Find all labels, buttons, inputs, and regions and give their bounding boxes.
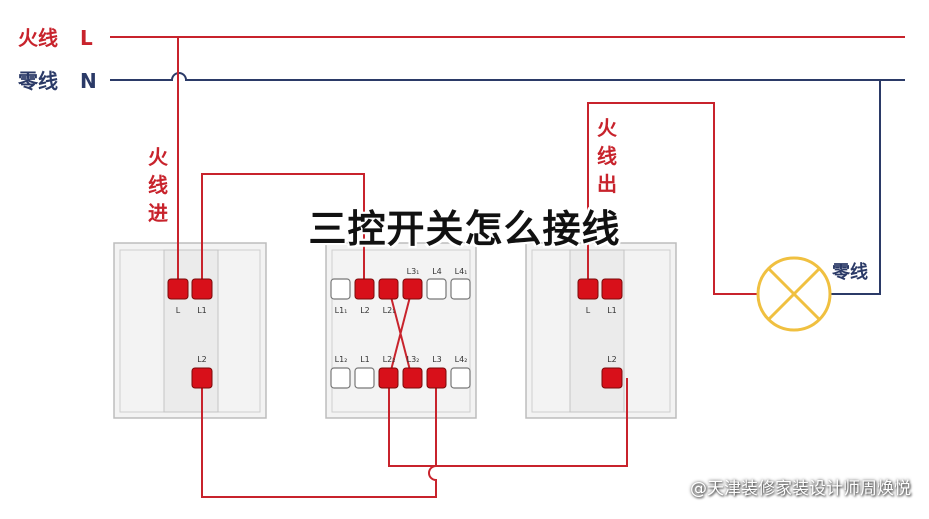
label-mid-bot-6: L4₂ <box>455 355 468 364</box>
live-in-label: 火 线 进 <box>148 145 169 225</box>
neutral-label: 零线 <box>17 69 58 93</box>
svg-text:火: 火 <box>597 116 618 140</box>
terminal-right-l2 <box>601 367 623 389</box>
terminal-mid-bot-4 <box>402 367 423 389</box>
label-mid-bot-4: L3₂ <box>407 355 420 364</box>
terminal-mid-top-3 <box>378 278 399 300</box>
live-wires <box>177 37 758 498</box>
terminal-right-l <box>577 278 599 300</box>
terminal-right-l1 <box>601 278 623 300</box>
label-mid-top-3: L2₁ <box>383 306 396 315</box>
switch-right-terminals: L L1 L2 <box>577 278 623 389</box>
watermark: @天津装修家装设计师周焕悦 <box>690 479 911 499</box>
label-left-l: L <box>176 306 181 315</box>
terminal-left-l2 <box>191 367 213 389</box>
left-l1-to-mid-wire <box>201 173 365 289</box>
neutral-line <box>110 72 905 81</box>
svg-text:进: 进 <box>148 201 168 225</box>
terminal-mid-top-4 <box>402 278 423 300</box>
terminal-mid-top-5 <box>426 278 447 300</box>
svg-text:线: 线 <box>148 173 168 197</box>
label-mid-bot-2: L1 <box>360 355 370 364</box>
page-title: 三控开关怎么接线 <box>308 207 621 251</box>
label-left-l2: L2 <box>197 355 207 364</box>
lamp-neutral-wire <box>830 80 881 295</box>
label-mid-bot-3: L2₂ <box>383 355 396 364</box>
live-letter: L <box>80 26 93 50</box>
terminal-mid-top-2 <box>354 278 375 300</box>
lamp-neutral-label: 零线 <box>831 261 868 283</box>
label-left-l1: L1 <box>197 306 207 315</box>
live-out-label: 火 线 出 <box>597 116 618 196</box>
svg-text:线: 线 <box>597 144 617 168</box>
neutral-letter: N <box>80 69 97 93</box>
terminal-mid-top-1 <box>330 278 351 300</box>
terminal-mid-bot-3 <box>378 367 399 389</box>
switch-right <box>525 242 677 419</box>
svg-text:火: 火 <box>148 145 169 169</box>
mid-bottom-loop-wire <box>388 378 628 467</box>
terminal-mid-bot-2 <box>354 367 375 389</box>
label-mid-bot-1: L1₂ <box>335 355 348 364</box>
live-label: 火线 <box>18 26 58 50</box>
cross-wire-b <box>388 288 413 379</box>
terminal-mid-bot-5 <box>426 367 447 389</box>
switch-middle-terminals: L1₁ L2 L2₁ L3₁ L4 L4₁ L1₂ L1 L2₂ L3₂ L3 … <box>330 267 471 389</box>
terminal-mid-bot-6 <box>450 367 471 389</box>
label-right-l1: L1 <box>607 306 617 315</box>
label-right-l2: L2 <box>607 355 617 364</box>
right-l-to-lamp-wire <box>587 102 758 295</box>
terminal-left-l <box>167 278 189 300</box>
label-mid-top-4: L3₁ <box>407 267 420 276</box>
label-mid-top-1: L1₁ <box>335 306 348 315</box>
terminal-mid-top-6 <box>450 278 471 300</box>
label-mid-top-6: L4₁ <box>455 267 468 276</box>
switch-left-terminals: L L1 L2 <box>167 278 213 389</box>
lamp-icon <box>756 256 832 332</box>
label-mid-top-5: L4 <box>432 267 442 276</box>
switch-left <box>113 242 267 419</box>
terminal-left-l1 <box>191 278 213 300</box>
label-mid-bot-5: L3 <box>432 355 442 364</box>
terminal-mid-bot-1 <box>330 367 351 389</box>
label-right-l: L <box>586 306 591 315</box>
label-mid-top-2: L2 <box>360 306 370 315</box>
svg-text:出: 出 <box>597 172 617 196</box>
